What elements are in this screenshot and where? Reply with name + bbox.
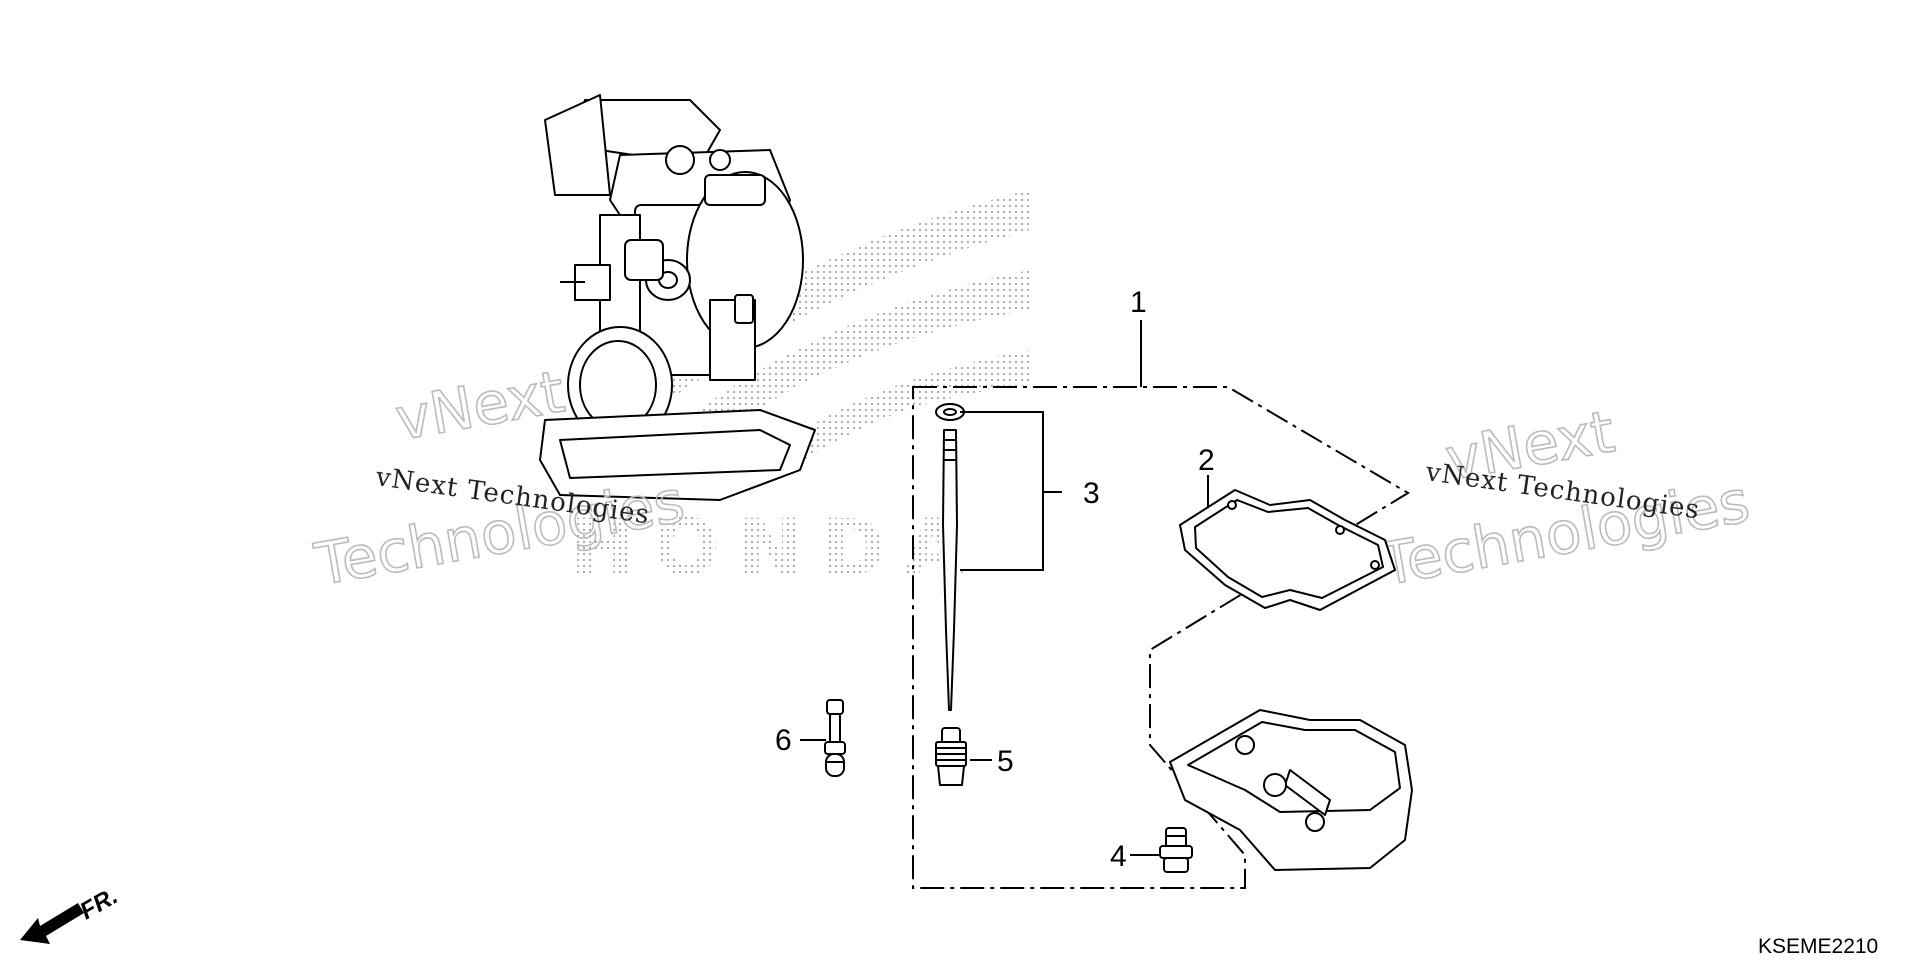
- diagram-code: KSEME2210: [1758, 935, 1878, 958]
- drain-screw: [1159, 827, 1193, 873]
- callout-1: 1: [1130, 286, 1147, 319]
- float-chamber-bowl: [1169, 709, 1413, 871]
- callout-3: 3: [1083, 477, 1100, 510]
- callout-6: 6: [775, 724, 792, 757]
- watermark-right: vNext Technologies vNext Technologies: [1374, 397, 1755, 600]
- front-label: FR.: [76, 882, 123, 925]
- slow-jet: [824, 699, 846, 777]
- callout-2: 2: [1198, 444, 1215, 477]
- main-jet: [935, 727, 967, 786]
- callout-3-bracket: [960, 411, 1062, 571]
- carburetor-assembly: [539, 94, 816, 501]
- kit-boundary: [912, 386, 1410, 889]
- front-direction-arrow: FR.: [20, 882, 122, 944]
- honda-brand-mark: HONDA: [570, 504, 982, 594]
- callout-5: 5: [997, 745, 1014, 778]
- float-chamber-gasket: [1179, 489, 1396, 611]
- callout-4: 4: [1110, 840, 1127, 873]
- honda-wing-logo: HONDA: [560, 190, 1030, 594]
